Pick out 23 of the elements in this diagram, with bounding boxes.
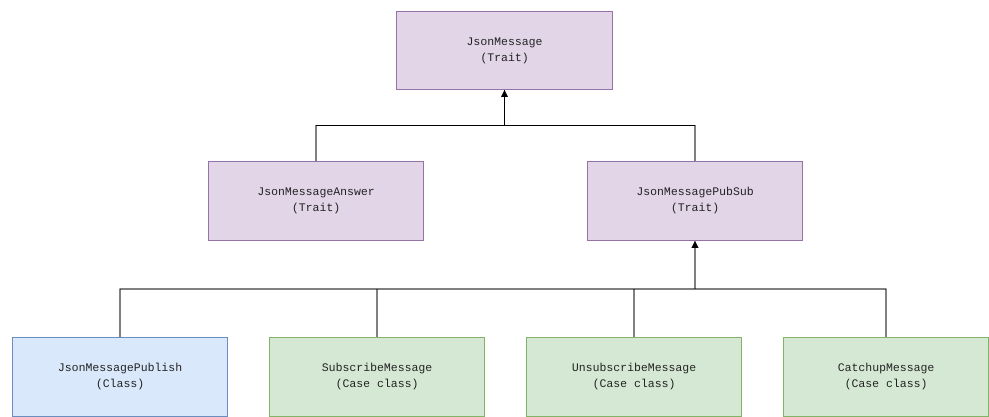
class-kind: (Case class) [844,377,928,393]
class-box [783,337,989,417]
class-kind: (Trait) [480,50,529,66]
class-name: JsonMessageAnswer [257,185,375,201]
class-name: UnsubscribeMessage [572,361,696,377]
class-kind: (Case class) [592,377,676,393]
class-box [269,337,485,417]
class-box [208,161,424,241]
class-box [587,161,803,241]
class-kind: (Trait) [292,201,340,217]
class-kind: (Trait) [670,201,720,217]
connector-arrow [501,90,696,162]
class-name: JsonMessagePubSub [636,185,754,201]
class-kind: (Case class) [336,377,418,393]
class-name: CatchupMessage [838,361,934,377]
class-name: JsonMessage [466,34,542,50]
class-box [12,337,228,417]
class-name: JsonMessagePublish [58,361,182,377]
class-name: SubscribeMessage [322,361,432,377]
class-box [526,337,742,417]
connector-arrow [692,240,886,338]
class-box [396,11,613,90]
class-kind: (Class) [96,377,144,393]
